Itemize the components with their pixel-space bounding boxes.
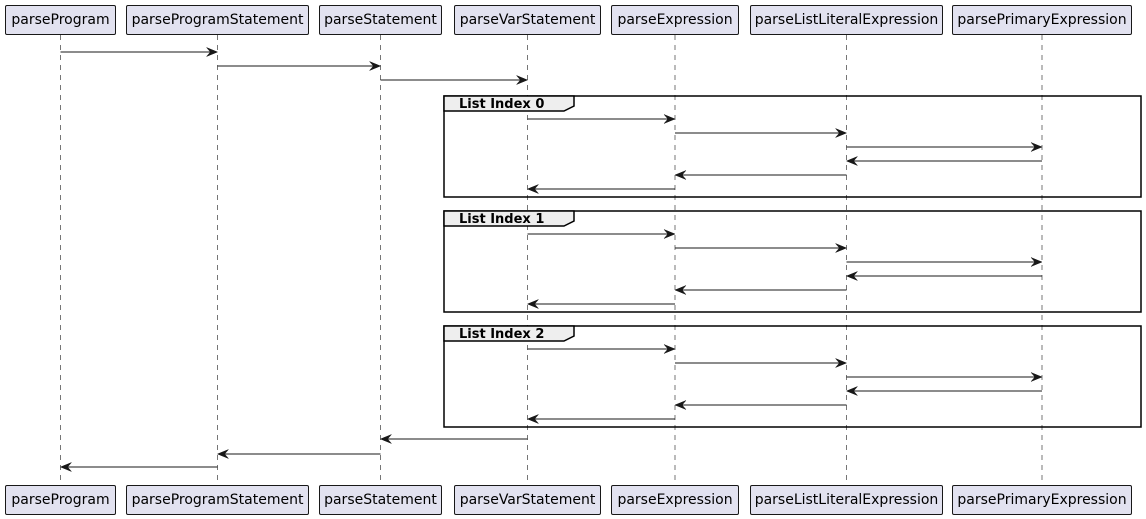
fragment-tab [443, 95, 575, 112]
participant-bottom-parseProgramStatement: parseProgramStatement [126, 485, 309, 515]
message-arrowhead [526, 299, 539, 309]
message-arrow [846, 257, 1043, 267]
message-arrowhead [526, 184, 539, 194]
message-arrow [845, 386, 1042, 396]
message-arrow [60, 47, 219, 57]
participant-label: parseProgramStatement [131, 12, 304, 28]
fragment-group: List Index 2 [443, 325, 1142, 428]
participant-label: parseExpression [617, 492, 733, 508]
participant-bottom-parseExpression: parseExpression [611, 485, 739, 515]
participant-label: parseExpression [617, 12, 733, 28]
participant-bottom-parsePrimaryExpression: parsePrimaryExpression [952, 485, 1132, 515]
message-arrow [675, 243, 848, 253]
participant-label: parseStatement [324, 492, 437, 508]
participant-top-parseStatement: parseStatement [319, 5, 442, 35]
message-arrowhead [674, 170, 687, 180]
participant-bottom-parseProgram: parseProgram [5, 485, 116, 515]
message-arrowhead [369, 61, 382, 71]
message-arrowhead [516, 75, 529, 85]
message-arrow [380, 75, 529, 85]
participant-label: parseListLiteralExpression [754, 12, 939, 28]
message-arrowhead [59, 462, 72, 472]
participant-top-parseListLiteralExpression: parseListLiteralExpression [750, 5, 943, 35]
message-arrowhead [1030, 257, 1043, 267]
message-arrowhead [1030, 142, 1043, 152]
message-arrowhead [1030, 372, 1043, 382]
fragment-frame [443, 95, 1142, 198]
message-arrowhead [835, 128, 848, 138]
message-arrow [527, 114, 676, 124]
message-arrowhead [379, 434, 392, 444]
message-arrow [846, 372, 1043, 382]
message-arrow [675, 128, 848, 138]
participant-top-parseVarStatement: parseVarStatement [454, 5, 601, 35]
message-arrow [527, 344, 676, 354]
participant-label: parseVarStatement [459, 12, 596, 28]
fragment-label: List Index 1 [459, 212, 544, 227]
fragment-frame [443, 210, 1142, 313]
message-arrow [216, 449, 381, 459]
participant-label: parseProgramStatement [131, 492, 304, 508]
participant-label: parseStatement [324, 12, 437, 28]
participant-top-parseProgramStatement: parseProgramStatement [126, 5, 309, 35]
message-arrow [379, 434, 528, 444]
message-arrowhead [835, 243, 848, 253]
message-arrow [845, 271, 1042, 281]
participant-label: parseProgram [11, 12, 110, 28]
message-arrowhead [845, 271, 858, 281]
participant-top-parsePrimaryExpression: parsePrimaryExpression [952, 5, 1132, 35]
message-arrowhead [663, 229, 676, 239]
messages [59, 47, 1043, 472]
message-arrow [526, 414, 675, 424]
fragment-frame [443, 325, 1142, 428]
message-arrow [217, 61, 382, 71]
message-arrow [526, 184, 675, 194]
participant-bottom-parseVarStatement: parseVarStatement [454, 485, 601, 515]
message-arrow [674, 400, 847, 410]
participant-bottom-parseListLiteralExpression: parseListLiteralExpression [750, 485, 943, 515]
participant-top-parseExpression: parseExpression [611, 5, 739, 35]
fragment-label: List Index 0 [459, 97, 544, 112]
message-arrowhead [674, 285, 687, 295]
message-arrowhead [845, 156, 858, 166]
message-arrowhead [835, 358, 848, 368]
message-arrowhead [845, 386, 858, 396]
message-arrow [527, 229, 676, 239]
participant-label: parseListLiteralExpression [754, 492, 939, 508]
participant-top-parseProgram: parseProgram [5, 5, 116, 35]
participant-label: parseProgram [11, 492, 110, 508]
fragment-tab [443, 210, 575, 227]
message-arrow [59, 462, 218, 472]
fragment-tab [443, 325, 575, 342]
message-arrow [674, 285, 847, 295]
message-arrowhead [526, 414, 539, 424]
message-arrowhead [663, 114, 676, 124]
message-arrowhead [206, 47, 219, 57]
participant-label: parsePrimaryExpression [957, 492, 1127, 508]
fragment-group: List Index 0 [443, 95, 1142, 198]
message-arrow [526, 299, 675, 309]
fragment-group: List Index 1 [443, 210, 1142, 313]
message-arrowhead [216, 449, 229, 459]
message-arrow [846, 142, 1043, 152]
message-arrowhead [674, 400, 687, 410]
participant-bottom-parseStatement: parseStatement [319, 485, 442, 515]
message-arrow [675, 358, 848, 368]
participant-label: parseVarStatement [459, 492, 596, 508]
message-arrowhead [663, 344, 676, 354]
participant-label: parsePrimaryExpression [957, 12, 1127, 28]
fragment-groups: List Index 0 List Index 1 List Index 2 [443, 95, 1142, 428]
message-arrow [674, 170, 847, 180]
fragment-label: List Index 2 [459, 327, 544, 342]
message-arrow [845, 156, 1042, 166]
